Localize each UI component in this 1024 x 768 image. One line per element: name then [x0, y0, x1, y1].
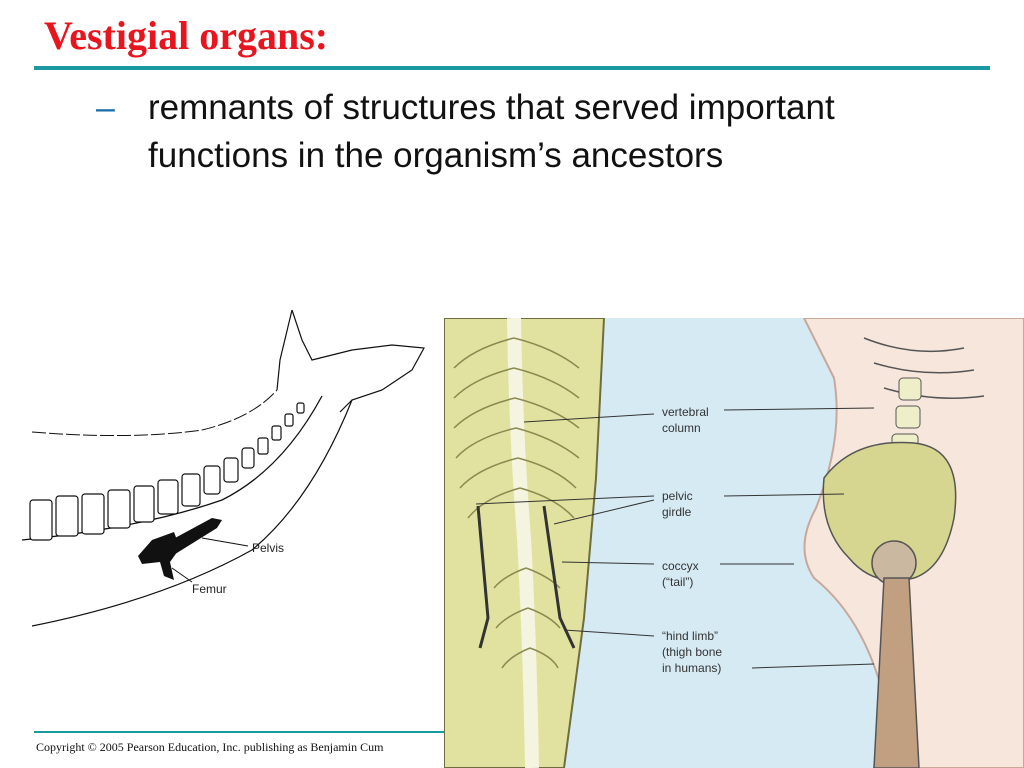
- human-femur: [873, 577, 920, 768]
- slide-title: Vestigial organs:: [44, 13, 329, 58]
- bullet-text: remnants of structures that served impor…: [148, 84, 835, 180]
- body-lower-outline: [31, 399, 353, 627]
- label-leaders: [475, 407, 875, 669]
- human-pelvis: [822, 441, 957, 582]
- femur-leader: [171, 567, 193, 583]
- footer-divider: [34, 731, 444, 733]
- label-pelvic: pelvic: [662, 489, 693, 503]
- reptile-hindlimb-left: [476, 505, 490, 649]
- label-tail: (“tail”): [662, 575, 693, 589]
- lumbar-vertebra: [895, 405, 921, 429]
- copyright-text: Copyright © 2005 Pearson Education, Inc.…: [36, 740, 384, 754]
- label-in-humans: in humans): [662, 661, 721, 675]
- fluke-outline: [291, 309, 425, 413]
- human-ribs: [863, 337, 985, 399]
- bullet-line-1: remnants of structures that served impor…: [148, 88, 835, 127]
- pelvis-label: Pelvis: [252, 541, 284, 555]
- reptile-spine: [507, 318, 539, 768]
- body-upper-outline: [31, 389, 278, 437]
- reptile-hindlimb-right: [542, 505, 576, 649]
- bullet-item: – remnants of structures that served imp…: [96, 84, 976, 180]
- pelvis-leader: [201, 537, 249, 547]
- label-thigh-bone: (thigh bone: [662, 645, 722, 659]
- whale-skeleton-diagram: Pelvis Femur: [21, 309, 425, 627]
- vertebrae: [29, 402, 305, 541]
- label-hind-limb: “hind limb”: [662, 629, 718, 643]
- femur-bone: [138, 532, 180, 580]
- lumbar-vertebra: [898, 377, 922, 401]
- title-divider: [34, 66, 990, 70]
- femur-label: Femur: [192, 582, 227, 596]
- bullet-line-2: functions in the organism’s ancestors: [148, 136, 724, 175]
- reptile-ribs: [453, 337, 580, 669]
- fluke-left-edge: [276, 309, 293, 391]
- label-column: column: [662, 421, 701, 435]
- human-skeleton-illustration: vertebral column pelvic girdle coccyx (“…: [444, 318, 1024, 768]
- label-girdle: girdle: [662, 505, 692, 519]
- label-vertebral: vertebral: [662, 405, 709, 419]
- dash-bullet-icon: –: [96, 89, 115, 127]
- label-coccyx: coccyx: [662, 559, 699, 573]
